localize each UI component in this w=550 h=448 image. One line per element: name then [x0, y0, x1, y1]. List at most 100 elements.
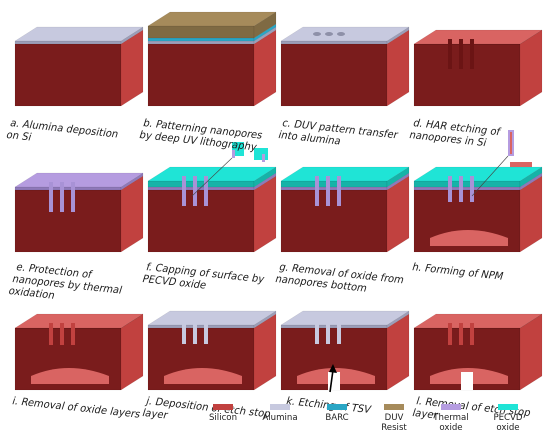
layer-front-0 — [14, 40, 122, 45]
nanopore — [448, 323, 452, 345]
silicon-side-face — [519, 175, 543, 253]
legend-label: BARC — [325, 413, 349, 423]
top-face — [413, 29, 543, 45]
nanopore — [60, 323, 64, 345]
layer-front-1 — [147, 37, 255, 42]
silicon-side-face — [519, 29, 543, 107]
layer-front-0 — [14, 186, 122, 191]
legend-swatch — [441, 404, 461, 410]
pattern-hole — [337, 32, 345, 36]
inset-leader-h — [471, 155, 509, 197]
legend-label: PECVD — [493, 413, 523, 423]
layer-front-1 — [147, 180, 255, 188]
silicon-side-face — [519, 313, 543, 391]
layer-side-0 — [120, 172, 144, 191]
panel-i — [14, 313, 144, 391]
legend-label: oxide — [496, 423, 520, 433]
inset-f — [191, 142, 268, 197]
silicon-side-face — [120, 29, 144, 107]
panel-l — [413, 313, 543, 391]
inset-h — [471, 130, 532, 197]
arrow-head — [329, 364, 337, 373]
legend-swatch — [384, 404, 404, 410]
legend-label: Silicon — [208, 413, 238, 423]
top-face — [14, 26, 144, 42]
tsv-hole — [328, 372, 340, 390]
legend-item: Alumina — [250, 400, 310, 423]
top-face — [280, 310, 410, 326]
silicon-front-face — [413, 43, 521, 107]
pattern-hole — [313, 32, 321, 36]
inset-thermal-b — [262, 154, 265, 162]
panel-c — [280, 26, 410, 107]
nanopore — [459, 323, 463, 345]
nanopore — [326, 320, 330, 344]
layer-front-2 — [147, 25, 255, 39]
inset-leader — [191, 157, 233, 197]
nanopore — [49, 323, 53, 345]
nanopore — [204, 320, 208, 344]
layer-side-1 — [519, 166, 543, 188]
tsv-hole — [461, 372, 473, 390]
silicon-front-face — [280, 43, 388, 107]
legend-label: DUV — [384, 413, 404, 423]
top-face — [14, 172, 144, 188]
layer-front-1 — [413, 180, 521, 188]
nanopore — [204, 176, 208, 206]
silicon-front-face — [14, 43, 122, 107]
layer-front-0 — [147, 40, 255, 45]
etch-arrow — [329, 364, 337, 393]
layer-front-0 — [280, 40, 388, 45]
nanopore — [448, 39, 452, 69]
legend-label: oxide — [439, 423, 463, 433]
inset-core-h — [510, 132, 512, 154]
nanopore — [193, 320, 197, 344]
legend-swatch — [498, 404, 518, 410]
silicon-side-face — [120, 175, 144, 253]
panel-h — [413, 166, 543, 253]
arrow-shaft — [329, 369, 334, 393]
nanopore — [448, 176, 452, 202]
nanopore — [182, 176, 186, 206]
nanopore — [470, 176, 474, 202]
layer-front-0 — [280, 324, 388, 329]
top-face — [280, 166, 410, 182]
silicon-front-face — [14, 189, 122, 253]
nanopore — [470, 323, 474, 345]
nanopore — [459, 176, 463, 202]
nanopore — [71, 182, 75, 212]
membrane-cavity — [430, 230, 508, 246]
top-face — [413, 166, 543, 182]
nanopore — [315, 176, 319, 206]
panel-f — [147, 166, 277, 253]
legend-label: Resist — [381, 423, 407, 433]
layer-side-0 — [519, 172, 543, 191]
layer-front-0 — [147, 324, 255, 329]
top-face — [147, 310, 277, 326]
legend-swatch — [213, 404, 233, 410]
legend-swatch — [270, 404, 290, 410]
panel-a — [14, 26, 144, 107]
nanopore — [193, 176, 197, 206]
nanopore — [337, 176, 341, 206]
top-face — [413, 313, 543, 329]
nanopore — [337, 320, 341, 344]
legend-item: BARC — [307, 400, 367, 423]
inset-thermal-a — [232, 150, 235, 158]
panel-d — [413, 29, 543, 107]
panel-b — [147, 11, 277, 107]
nanopore — [182, 320, 186, 344]
top-face — [14, 313, 144, 329]
nanopore — [459, 39, 463, 69]
layer-front-0 — [280, 186, 388, 191]
silicon-front-face — [147, 43, 255, 107]
panel-g — [280, 166, 410, 253]
membrane-cavity — [164, 368, 242, 384]
panel-j — [147, 310, 277, 391]
legend-swatch — [327, 404, 347, 410]
